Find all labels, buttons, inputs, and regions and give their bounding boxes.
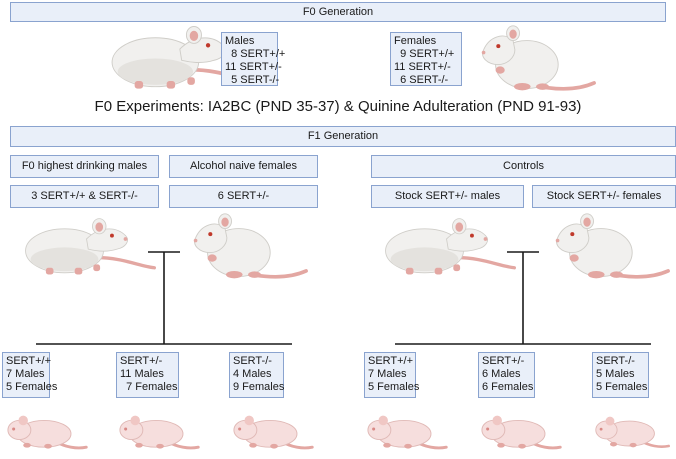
f1-left-sire-genotype: 3 SERT+/+ & SERT-/-: [31, 190, 138, 202]
offspring-genotype: SERT+/+: [368, 355, 414, 367]
f0-female-rat-image: [479, 24, 596, 93]
f1-left-offspring-box-2: SERT+/- 11 Males 7 Females: [116, 352, 179, 398]
offspring-males: 7 Males: [6, 368, 45, 380]
f1-right-pup-3: [594, 415, 671, 449]
f1-controls-header-box: Controls: [371, 155, 676, 178]
f1-generation-banner: F1 Generation: [10, 126, 676, 147]
offspring-females: 5 Females: [6, 381, 58, 393]
offspring-females: 9 Females: [233, 381, 285, 393]
f1-left-dam-label-box: Alcohol naive females: [169, 155, 318, 178]
f1-right-sire-label-box: Stock SERT+/- males: [371, 185, 524, 208]
f0-experiments-title: F0 Experiments: IA2BC (PND 35-37) & Quin…: [94, 98, 582, 115]
f1-left-dam-genotype-box: 6 SERT+/-: [169, 185, 318, 208]
offspring-males: 11 Males: [120, 368, 164, 380]
f1-left-dam-genotype: 6 SERT+/-: [217, 190, 270, 202]
f1-left-pup-2: [118, 414, 200, 451]
f0-generation-banner: F0 Generation: [10, 2, 666, 22]
offspring-females: 5 Females: [368, 381, 420, 393]
f0-males-sert-pp: 8 SERT+/+: [225, 48, 286, 60]
offspring-males: 5 Males: [596, 368, 635, 380]
f0-males-title: Males: [225, 35, 255, 47]
f1-right-sire-rat-image: [383, 216, 516, 277]
f1-banner-label: F1 Generation: [307, 130, 379, 142]
f1-left-dam-label: Alcohol naive females: [189, 160, 297, 172]
f1-left-sire-label: F0 highest drinking males: [21, 160, 148, 172]
f1-left-sire-label-box: F0 highest drinking males: [10, 155, 159, 178]
f1-right-sire-label: Stock SERT+/- males: [394, 190, 501, 202]
offspring-females: 6 Females: [482, 381, 534, 393]
f1-right-offspring-box-3: SERT-/- 5 Males 5 Females: [592, 352, 649, 398]
f0-males-sert-mm: 5 SERT-/-: [225, 74, 280, 86]
f0-females-sert-pm: 11 SERT+/-: [394, 61, 451, 73]
f1-left-dam-rat-image: [191, 212, 308, 281]
offspring-females: 5 Females: [596, 381, 648, 393]
f1-right-offspring-box-2: SERT+/- 6 Males 6 Females: [478, 352, 535, 398]
f1-right-pup-1: [366, 414, 448, 451]
f1-right-offspring-box-1: SERT+/+ 7 Males 5 Females: [364, 352, 420, 398]
f1-right-pup-2: [480, 414, 562, 451]
offspring-females: 7 Females: [120, 381, 178, 393]
f1-right-dam-label: Stock SERT+/- females: [546, 190, 662, 202]
f1-left-pup-3: [232, 414, 314, 451]
offspring-genotype: SERT-/-: [233, 355, 272, 367]
offspring-males: 7 Males: [368, 368, 407, 380]
f1-left-pup-1: [6, 414, 88, 451]
f0-females-sert-mm: 6 SERT-/-: [394, 74, 449, 86]
offspring-genotype: SERT+/-: [482, 355, 525, 367]
f0-females-box: Females 9 SERT+/+ 11 SERT+/- 6 SERT-/-: [390, 32, 462, 86]
f1-left-sire-rat-image: [23, 216, 156, 277]
f0-males-sert-pm: 11 SERT+/-: [225, 61, 282, 73]
f1-left-sire-genotype-box: 3 SERT+/+ & SERT-/-: [10, 185, 159, 208]
f1-right-dam-label-box: Stock SERT+/- females: [532, 185, 676, 208]
offspring-genotype: SERT-/-: [596, 355, 635, 367]
f0-females-title: Females: [394, 35, 437, 47]
offspring-genotype: SERT+/+: [6, 355, 52, 367]
f0-females-sert-pp: 9 SERT+/+: [394, 48, 455, 60]
f1-right-dam-rat-image: [553, 212, 670, 281]
offspring-males: 4 Males: [233, 368, 272, 380]
offspring-males: 6 Males: [482, 368, 521, 380]
offspring-genotype: SERT+/-: [120, 355, 163, 367]
f1-left-offspring-box-3: SERT-/- 4 Males 9 Females: [229, 352, 284, 398]
f0-banner-label: F0 Generation: [302, 5, 374, 18]
f1-controls-header: Controls: [503, 160, 544, 172]
f0-males-box: Males 8 SERT+/+ 11 SERT+/- 5 SERT-/-: [221, 32, 286, 86]
f1-left-offspring-box-1: SERT+/+ 7 Males 5 Females: [2, 352, 58, 398]
